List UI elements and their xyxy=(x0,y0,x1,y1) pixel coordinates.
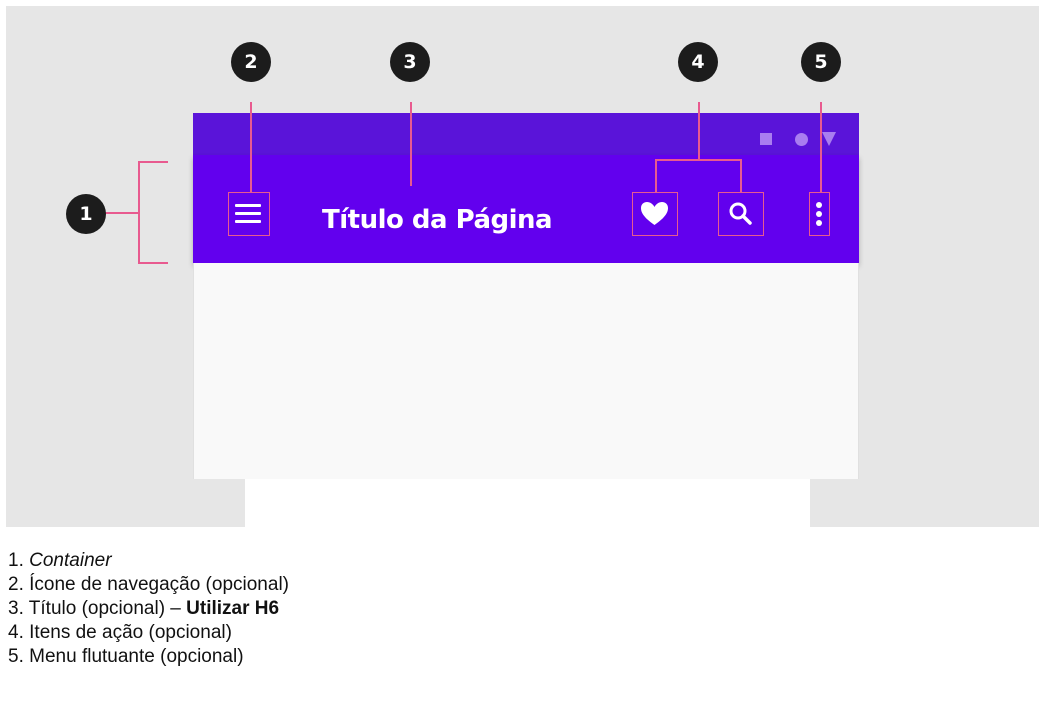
triangle-icon xyxy=(822,132,836,146)
callout-badge-5: 5 xyxy=(801,42,841,82)
callout-5-line xyxy=(820,102,822,192)
search-icon[interactable] xyxy=(718,192,764,236)
screen-content xyxy=(193,263,859,479)
legend-item: 1. Container xyxy=(8,550,112,571)
legend-text: Ícone de navegação (opcional) xyxy=(29,574,289,595)
callout-badge-1: 1 xyxy=(66,194,106,234)
callout-2-line xyxy=(250,102,252,192)
callout-badge-3: 3 xyxy=(390,42,430,82)
legend-item: 2. Ícone de navegação (opcional) xyxy=(8,574,289,595)
legend: 1. Container 2. Ícone de navegação (opci… xyxy=(8,549,289,669)
callout-badge-4: 4 xyxy=(678,42,718,82)
heart-icon[interactable] xyxy=(632,192,678,236)
hamburger-menu-icon[interactable] xyxy=(228,192,270,236)
callout-1-bracket xyxy=(138,161,140,264)
figure-gap xyxy=(245,476,810,536)
page-title: Título da Página xyxy=(322,205,553,235)
legend-item: 4. Itens de ação (opcional) xyxy=(8,622,232,643)
circle-icon xyxy=(795,133,808,146)
callout-4-line xyxy=(698,102,700,160)
status-bar xyxy=(193,113,859,155)
top-app-bar-container xyxy=(193,155,859,263)
phone-screen xyxy=(193,113,859,479)
legend-bold: Utilizar H6 xyxy=(186,598,280,619)
legend-item: 3. Título (opcional) – Utilizar H6 xyxy=(8,598,280,619)
legend-item: 5. Menu flutuante (opcional) xyxy=(8,646,244,667)
legend-text: Título (opcional) – xyxy=(28,598,187,619)
legend-text: Menu flutuante (opcional) xyxy=(29,646,244,667)
legend-text: Itens de ação (opcional) xyxy=(29,622,232,643)
callout-badge-2: 2 xyxy=(231,42,271,82)
legend-text: Container xyxy=(29,550,112,571)
square-icon xyxy=(760,133,772,145)
callout-3-line xyxy=(410,102,412,186)
more-vert-icon[interactable] xyxy=(809,192,830,236)
